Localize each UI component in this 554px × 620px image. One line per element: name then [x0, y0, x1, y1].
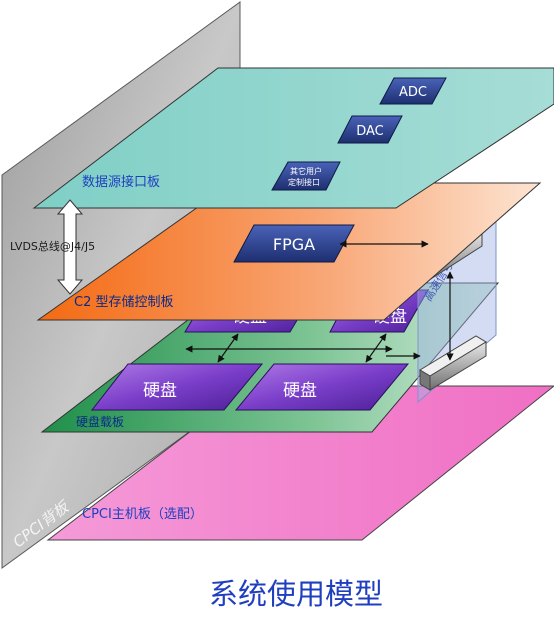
- c2-board-label: C2 型存储控制板: [74, 295, 173, 310]
- cpci-host-board-label: CPCI主机板（选配）: [82, 507, 203, 522]
- disk-front-right: [234, 363, 410, 411]
- disk-carrier-board-label: 硬盘载板: [76, 414, 124, 429]
- disk-front-left: [90, 363, 264, 411]
- adc-chip-label: ADC: [399, 85, 427, 100]
- diagram-caption: 系统使用模型: [209, 577, 383, 611]
- disk-front-left-label: 硬盘: [143, 381, 177, 401]
- data-source-board-label: 数据源接口板: [82, 174, 160, 190]
- dac-chip-label: DAC: [356, 124, 384, 139]
- data-source-interface-board: 数据源接口板 ADC DAC 其它用户 定制接口: [32, 67, 554, 209]
- c2-storage-controller-board: C2 型存储控制板 FPGA: [36, 182, 542, 321]
- link-arrow-disk-left-v: [217, 333, 239, 363]
- cpci-host-board: CPCI主机板（选配）: [46, 385, 554, 541]
- lvds-bus-label: LVDS总线@J4/J5: [10, 239, 95, 253]
- fpga-chip: [233, 224, 355, 263]
- lvds-bus: LVDS总线@J4/J5: [10, 199, 95, 295]
- dac-chip: [337, 115, 403, 144]
- disk-front-right-label: 硬盘: [283, 381, 317, 401]
- custom-interface-chip: [271, 161, 341, 191]
- lvds-bus-arrow: [56, 199, 84, 295]
- adc-chip: [379, 77, 447, 105]
- custom-interface-label-line1: 其它用户: [290, 166, 322, 176]
- custom-interface-label-line2: 定制接口: [288, 177, 320, 187]
- fpga-chip-label: FPGA: [273, 235, 315, 254]
- link-arrow-disk-right-v: [365, 333, 387, 363]
